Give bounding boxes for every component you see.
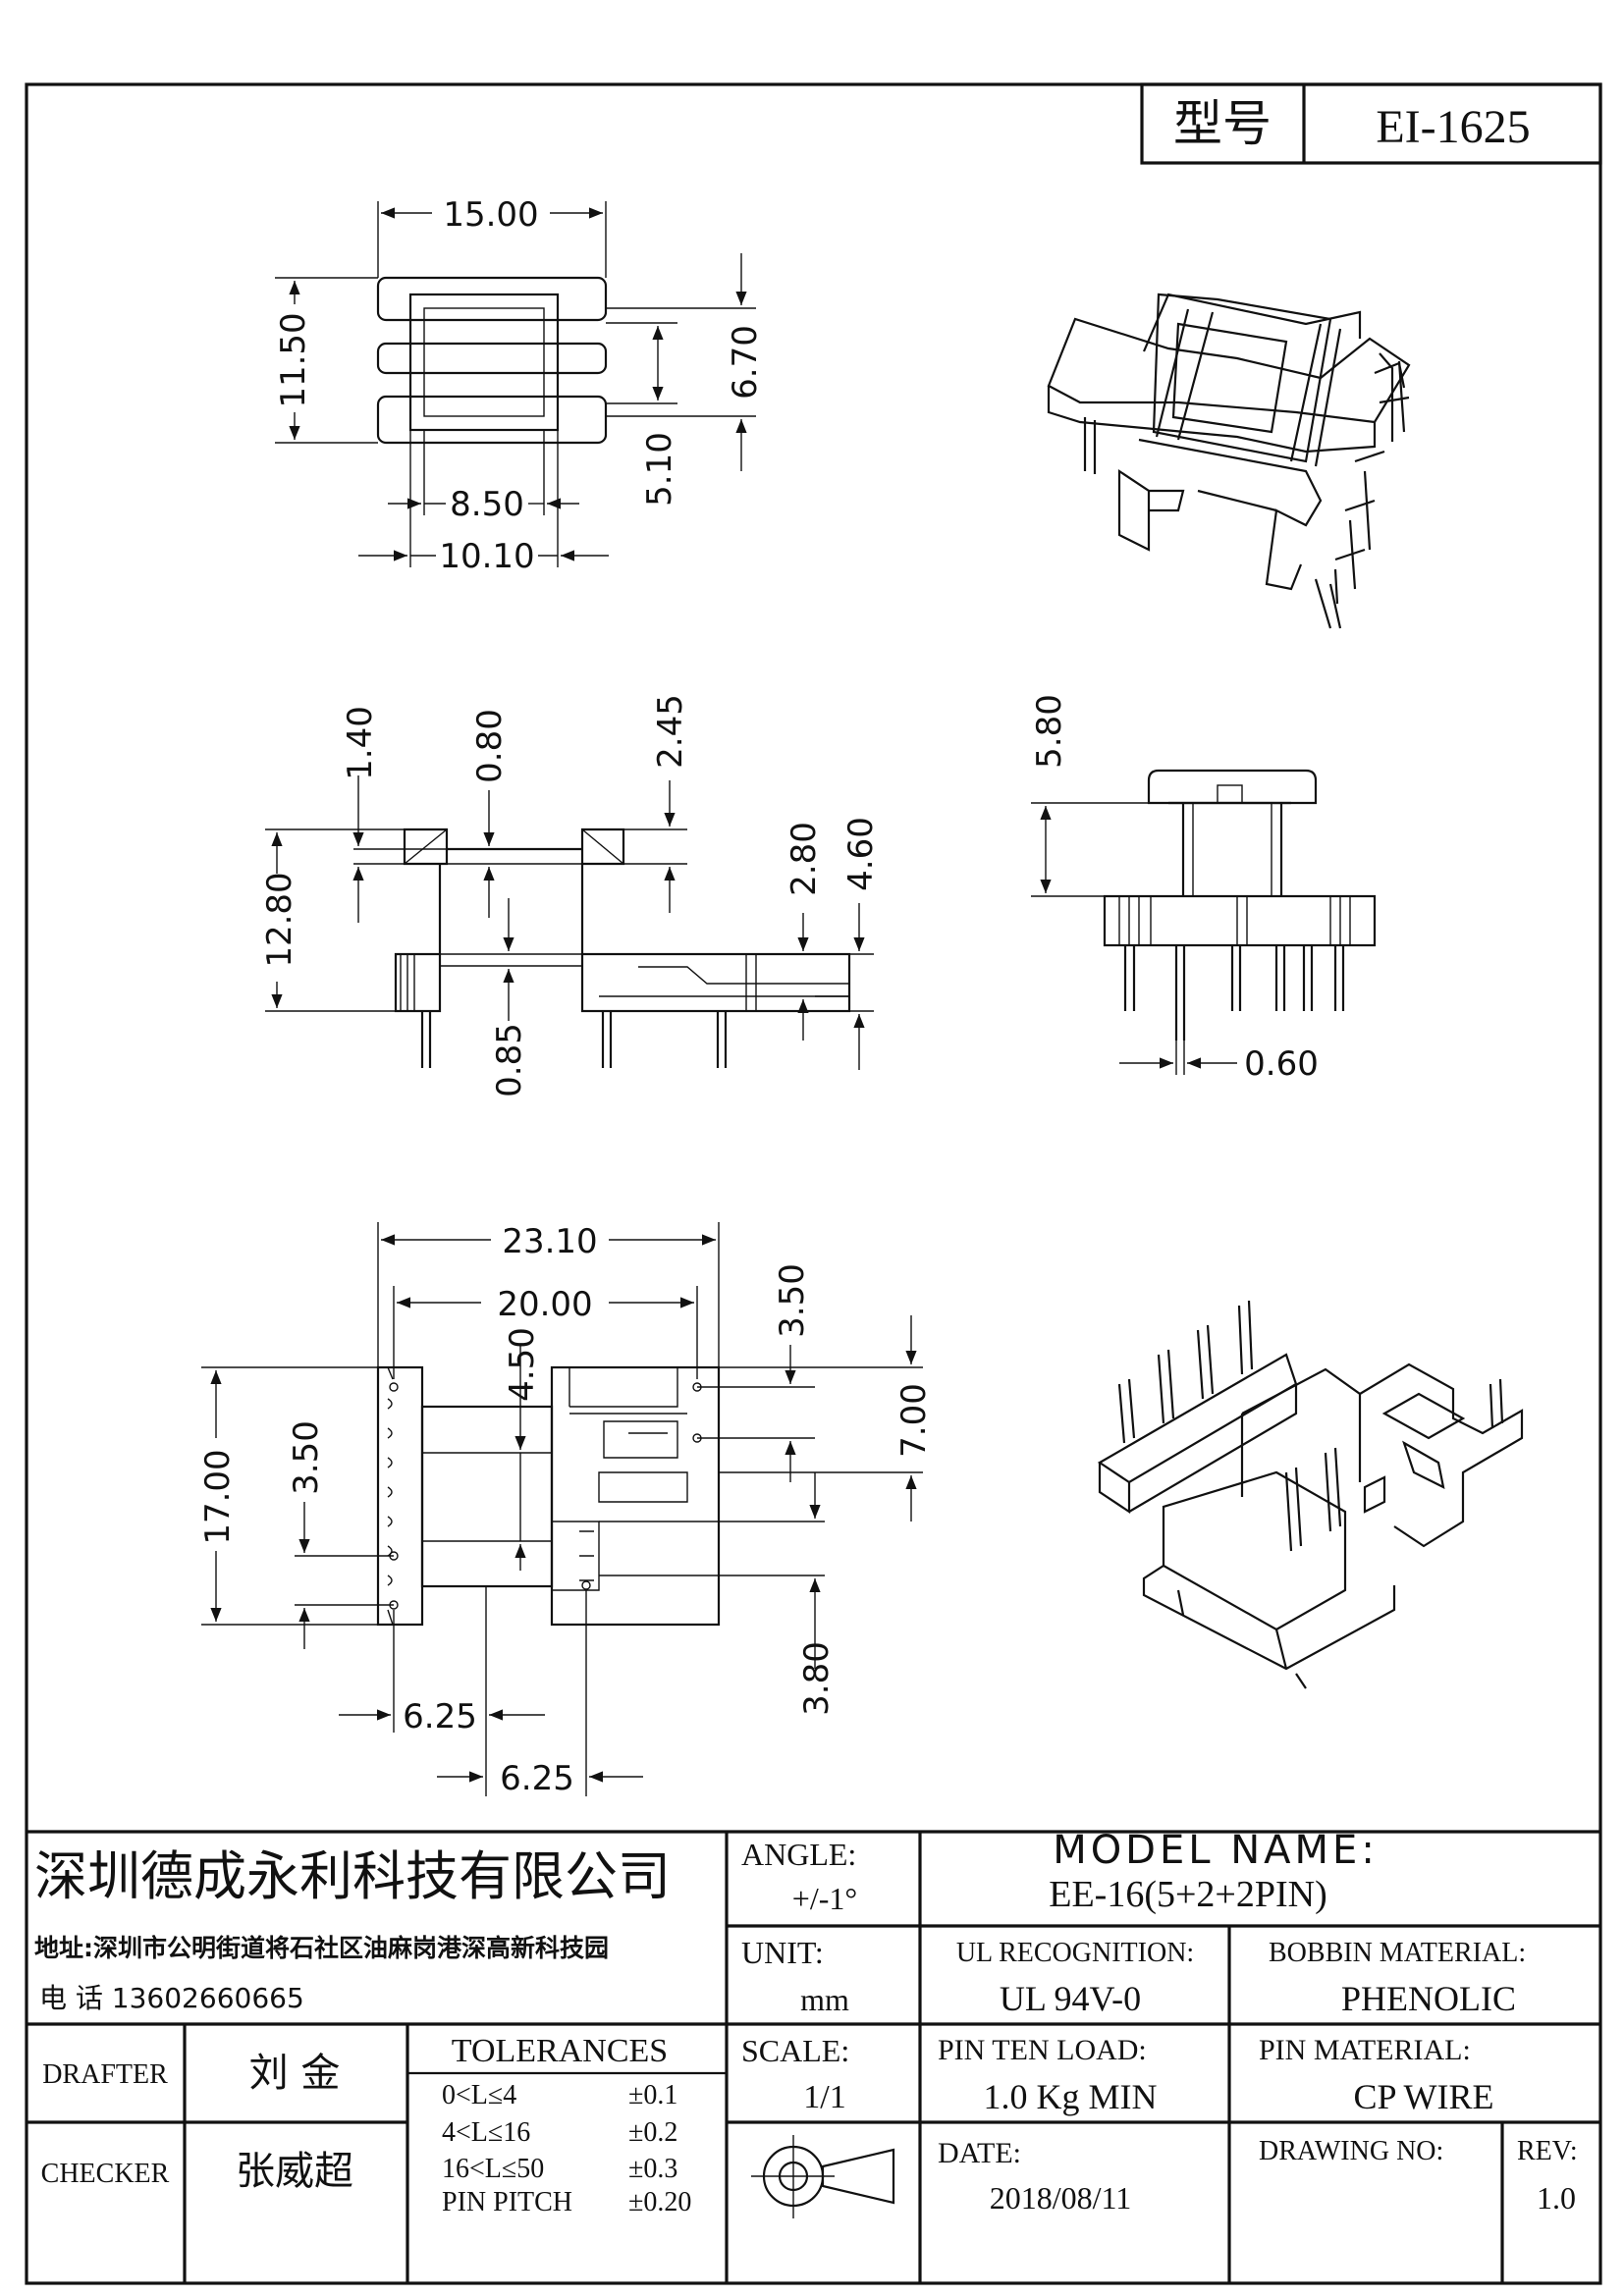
dim-top-height: 11.50 (274, 312, 313, 407)
bobbin-material-value: PHENOLIC (1341, 1979, 1516, 2018)
drawing-no-label: DRAWING NO: (1259, 2136, 1443, 2166)
dim-side-base-total: 4.60 (841, 817, 881, 891)
model-key: 型号 (1173, 95, 1272, 152)
bobbin-material-label: BOBBIN MATERIAL: (1269, 1938, 1526, 1968)
scale-label: SCALE: (741, 2033, 849, 2068)
dim-side-base-floor: 0.85 (490, 1023, 529, 1097)
dim-side-flange: 1.40 (341, 706, 380, 780)
ul-label: UL RECOGNITION: (956, 1938, 1194, 1968)
tolerance-rows: 0<L≤4 ±0.1 4<L≤16 ±0.2 16<L≤50 ±0.3 PIN … (442, 2080, 691, 2217)
dim-side-wall: 0.80 (470, 709, 510, 783)
dim-bottom-slot: 4.50 (503, 1327, 542, 1402)
pin-ten-load-label: PIN TEN LOAD: (938, 2034, 1147, 2066)
tolerance-range: 4<L≤16 (442, 2117, 530, 2148)
angle-value: +/-1° (792, 1881, 857, 1916)
dim-bottom-left-pitch: 3.50 (287, 1420, 326, 1495)
rev-label: REV: (1517, 2136, 1578, 2166)
sheet-border (25, 82, 1602, 2285)
dim-inner-height: 6.70 (726, 325, 765, 400)
bottom-view: 23.10 20.00 17.00 3.50 4.50 3.50 7.0 (198, 1222, 934, 1798)
dim-side-step: 2.45 (651, 694, 690, 769)
checker-value: 张威超 (236, 2149, 353, 2194)
angle-label: ANGLE: (741, 1837, 856, 1872)
dim-bottom-lower-offset: 3.80 (797, 1641, 837, 1716)
dim-end-top-height: 5.80 (1030, 694, 1069, 769)
isometric-view-bottom (1097, 1300, 1524, 1689)
dim-bottom-overall: 23.10 (502, 1222, 597, 1261)
dim-bottom-pin-offset: 3.50 (773, 1263, 812, 1338)
model-name-label: MODEL NAME: (1053, 1828, 1379, 1873)
tolerance-value: ±0.20 (628, 2187, 691, 2217)
tolerance-range: PIN PITCH (442, 2187, 572, 2217)
side-view: 12.80 1.40 0.80 2.45 0.85 2.80 4.60 (260, 694, 881, 1097)
dim-bottom-right-height: 7.00 (894, 1383, 934, 1458)
tolerance-value: ±0.2 (628, 2117, 677, 2148)
unit-label: UNIT: (741, 1935, 824, 1970)
dim-top-width: 15.00 (443, 195, 538, 235)
tolerance-value: ±0.3 (628, 2154, 677, 2184)
dim-end-pin-diameter: 0.60 (1244, 1044, 1319, 1084)
dim-window-height: 5.10 (640, 432, 679, 507)
pin-material-label: PIN MATERIAL: (1259, 2034, 1471, 2066)
model-value: EI-1625 (1376, 101, 1530, 153)
unit-value: mm (800, 1982, 849, 2017)
tolerance-range: 16<L≤50 (442, 2154, 544, 2184)
dim-window-width: 8.50 (450, 485, 524, 524)
company-address: 地址:深圳市公明街道将石社区油麻岗港深高新科技园 (34, 1934, 609, 1962)
dim-bottom-total-width: 17.00 (198, 1449, 238, 1544)
ul-value: UL 94V-0 (1000, 1979, 1141, 2018)
tolerances-label: TOLERANCES (452, 2033, 668, 2069)
date-value: 2018/08/11 (990, 2180, 1132, 2216)
company-phone: 电 话 13602660665 (39, 1982, 304, 2014)
dim-bottom-pitch-b: 6.25 (500, 1759, 574, 1798)
dim-side-base-inner: 2.80 (785, 822, 824, 896)
title-block: 深圳德成永利科技有限公司 地址:深圳市公明街道将石社区油麻岗港深高新科技园 电 … (27, 1828, 1600, 2283)
dim-flange-width: 10.10 (439, 537, 534, 576)
drafter-label: DRAFTER (42, 2059, 168, 2090)
scale-value: 1/1 (803, 2079, 845, 2115)
tolerance-value: ±0.1 (628, 2080, 677, 2110)
rev-value: 1.0 (1537, 2180, 1576, 2216)
pin-ten-load-value: 1.0 Kg MIN (984, 2077, 1158, 2116)
drafter-value: 刘 金 (249, 2051, 341, 2096)
model-name-value: EE-16(5+2+2PIN) (1049, 1874, 1326, 1915)
dim-bottom-pitch-a: 6.25 (403, 1697, 477, 1736)
dim-side-total-height: 12.80 (260, 872, 299, 967)
projection-symbol (751, 2135, 895, 2218)
model-tag: 型号 EI-1625 (1140, 82, 1602, 165)
top-view: 15.00 11.50 6.70 5.10 8.50 10.10 (274, 195, 765, 576)
isometric-view-top (1047, 293, 1411, 629)
pin-material-value: CP WIRE (1353, 2077, 1493, 2116)
end-view: 5.80 0.60 (1030, 694, 1377, 1084)
company-name: 深圳德成永利科技有限公司 (34, 1845, 671, 1907)
tolerance-range: 0<L≤4 (442, 2080, 516, 2110)
checker-label: CHECKER (41, 2159, 170, 2189)
date-label: DATE: (938, 2137, 1021, 2169)
dim-bottom-pin-row: 20.00 (497, 1285, 592, 1324)
